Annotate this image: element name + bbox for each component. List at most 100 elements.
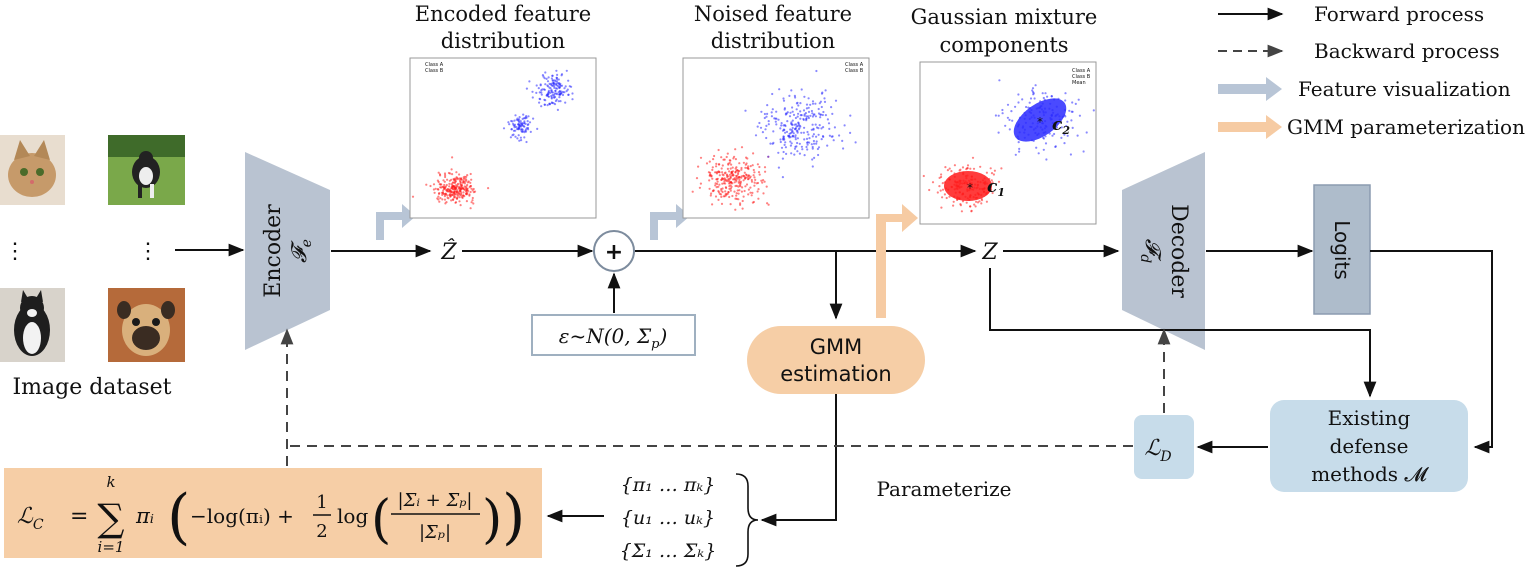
- class-a-point: [734, 158, 738, 161]
- class-a-point: [941, 196, 944, 199]
- gmm-label-line1: GMM: [810, 335, 863, 359]
- class-a-point: [738, 180, 741, 183]
- class-b-point: [1034, 84, 1037, 87]
- class-a-point: [739, 202, 742, 205]
- class-a-point: [751, 164, 754, 167]
- class-a-point: [975, 200, 978, 203]
- params-brace: [735, 473, 759, 567]
- class-a-point: [472, 202, 475, 205]
- class-a-point: [948, 167, 951, 170]
- class-a-point: [487, 187, 490, 190]
- class-a-point: [754, 178, 757, 181]
- class-b-point: [798, 127, 801, 130]
- class-a-point: [958, 169, 961, 172]
- logits-box: Logits: [1313, 184, 1371, 315]
- class-b-point: [767, 123, 770, 126]
- gmm-legend-mean: Mean: [1072, 80, 1086, 86]
- class-a-point: [464, 186, 467, 189]
- class-b-point: [774, 117, 777, 120]
- class-b-point: [1053, 132, 1056, 136]
- class-a-point: [728, 173, 732, 176]
- class-a-point: [758, 165, 761, 169]
- class-a-point: [728, 179, 731, 183]
- class-a-point: [719, 193, 723, 196]
- class-a-point: [737, 198, 740, 201]
- class-b-point: [538, 97, 541, 100]
- class-b-point: [1078, 114, 1081, 117]
- class-a-point: [729, 176, 732, 179]
- class-b-point: [1037, 152, 1040, 155]
- class-b-point: [564, 101, 567, 104]
- class-a-point: [443, 198, 447, 201]
- class-b-point: [797, 104, 800, 107]
- class-b-point: [571, 98, 574, 101]
- class-b-point: [1066, 120, 1069, 123]
- class-b-point: [800, 131, 803, 134]
- class-b-point: [803, 154, 806, 157]
- class-b-point: [566, 88, 569, 91]
- class-b-point: [781, 157, 785, 160]
- log-denominator: |Σₚ|: [419, 522, 451, 543]
- class-a-point: [752, 168, 755, 172]
- class-b-point: [521, 130, 525, 133]
- class-b-point: [552, 95, 555, 98]
- class-a-point: [749, 191, 752, 194]
- class-a-point: [746, 176, 749, 179]
- class-b-point: [798, 152, 802, 155]
- class-b-point: [841, 139, 844, 142]
- class-b-point: [794, 116, 798, 120]
- class-b-point: [998, 79, 1001, 82]
- loss-d-symbol: ℒ: [1144, 436, 1161, 461]
- class-a-point: [740, 166, 743, 170]
- class-b-point: [1042, 96, 1045, 100]
- class-b-point: [802, 131, 806, 134]
- class-a-point: [447, 197, 450, 200]
- class-a-point: [446, 188, 449, 191]
- noised-plot-title-2: distribution: [711, 29, 835, 53]
- class-a-point: [439, 197, 442, 200]
- class-a-point: [462, 191, 465, 194]
- class-b-point: [796, 150, 799, 153]
- class-a-point: [443, 172, 447, 175]
- class-b-point: [820, 138, 823, 141]
- z-symbol: Z: [981, 240, 998, 265]
- class-a-point: [922, 174, 925, 178]
- class-b-point: [557, 85, 560, 88]
- class-b-point: [758, 121, 761, 125]
- class-b-point: [800, 145, 804, 148]
- class-b-point: [809, 114, 812, 117]
- class-a-point: [450, 187, 453, 190]
- class-b-point: [551, 84, 554, 87]
- class-a-point: [721, 171, 724, 174]
- class-b-point: [828, 127, 831, 130]
- class-b-point: [783, 108, 786, 111]
- pug-image: [108, 288, 185, 362]
- class-b-point: [775, 123, 778, 126]
- class-b-point: [558, 82, 561, 85]
- class-b-point: [817, 107, 820, 111]
- class-a-point: [465, 179, 468, 182]
- class-b-point: [1041, 92, 1044, 95]
- class-a-point: [767, 203, 770, 206]
- class-b-point: [522, 113, 525, 116]
- class-b-point: [797, 112, 800, 115]
- class-a-point: [966, 167, 969, 170]
- legend-forward: Forward process: [1314, 2, 1484, 26]
- encoded-plot-title-1: Encoded feature: [415, 2, 591, 26]
- svg-text:c1: c1: [987, 177, 1005, 199]
- class-a-point: [737, 171, 740, 174]
- class-a-point: [715, 165, 718, 168]
- class-a-point: [462, 181, 466, 184]
- class-a-point: [721, 190, 724, 194]
- sum-upper: k: [106, 473, 115, 491]
- noise-subscript: p: [651, 337, 660, 352]
- class-a-point: [714, 195, 718, 198]
- class-b-point: [515, 125, 518, 129]
- class-a-point: [714, 182, 717, 185]
- svg-text:ℒD: ℒD: [1144, 436, 1171, 465]
- class-a-point: [452, 185, 455, 188]
- class-b-point: [524, 117, 527, 120]
- class-b-point: [1017, 93, 1020, 96]
- class-a-point: [450, 199, 453, 202]
- class-b-point: [570, 85, 573, 88]
